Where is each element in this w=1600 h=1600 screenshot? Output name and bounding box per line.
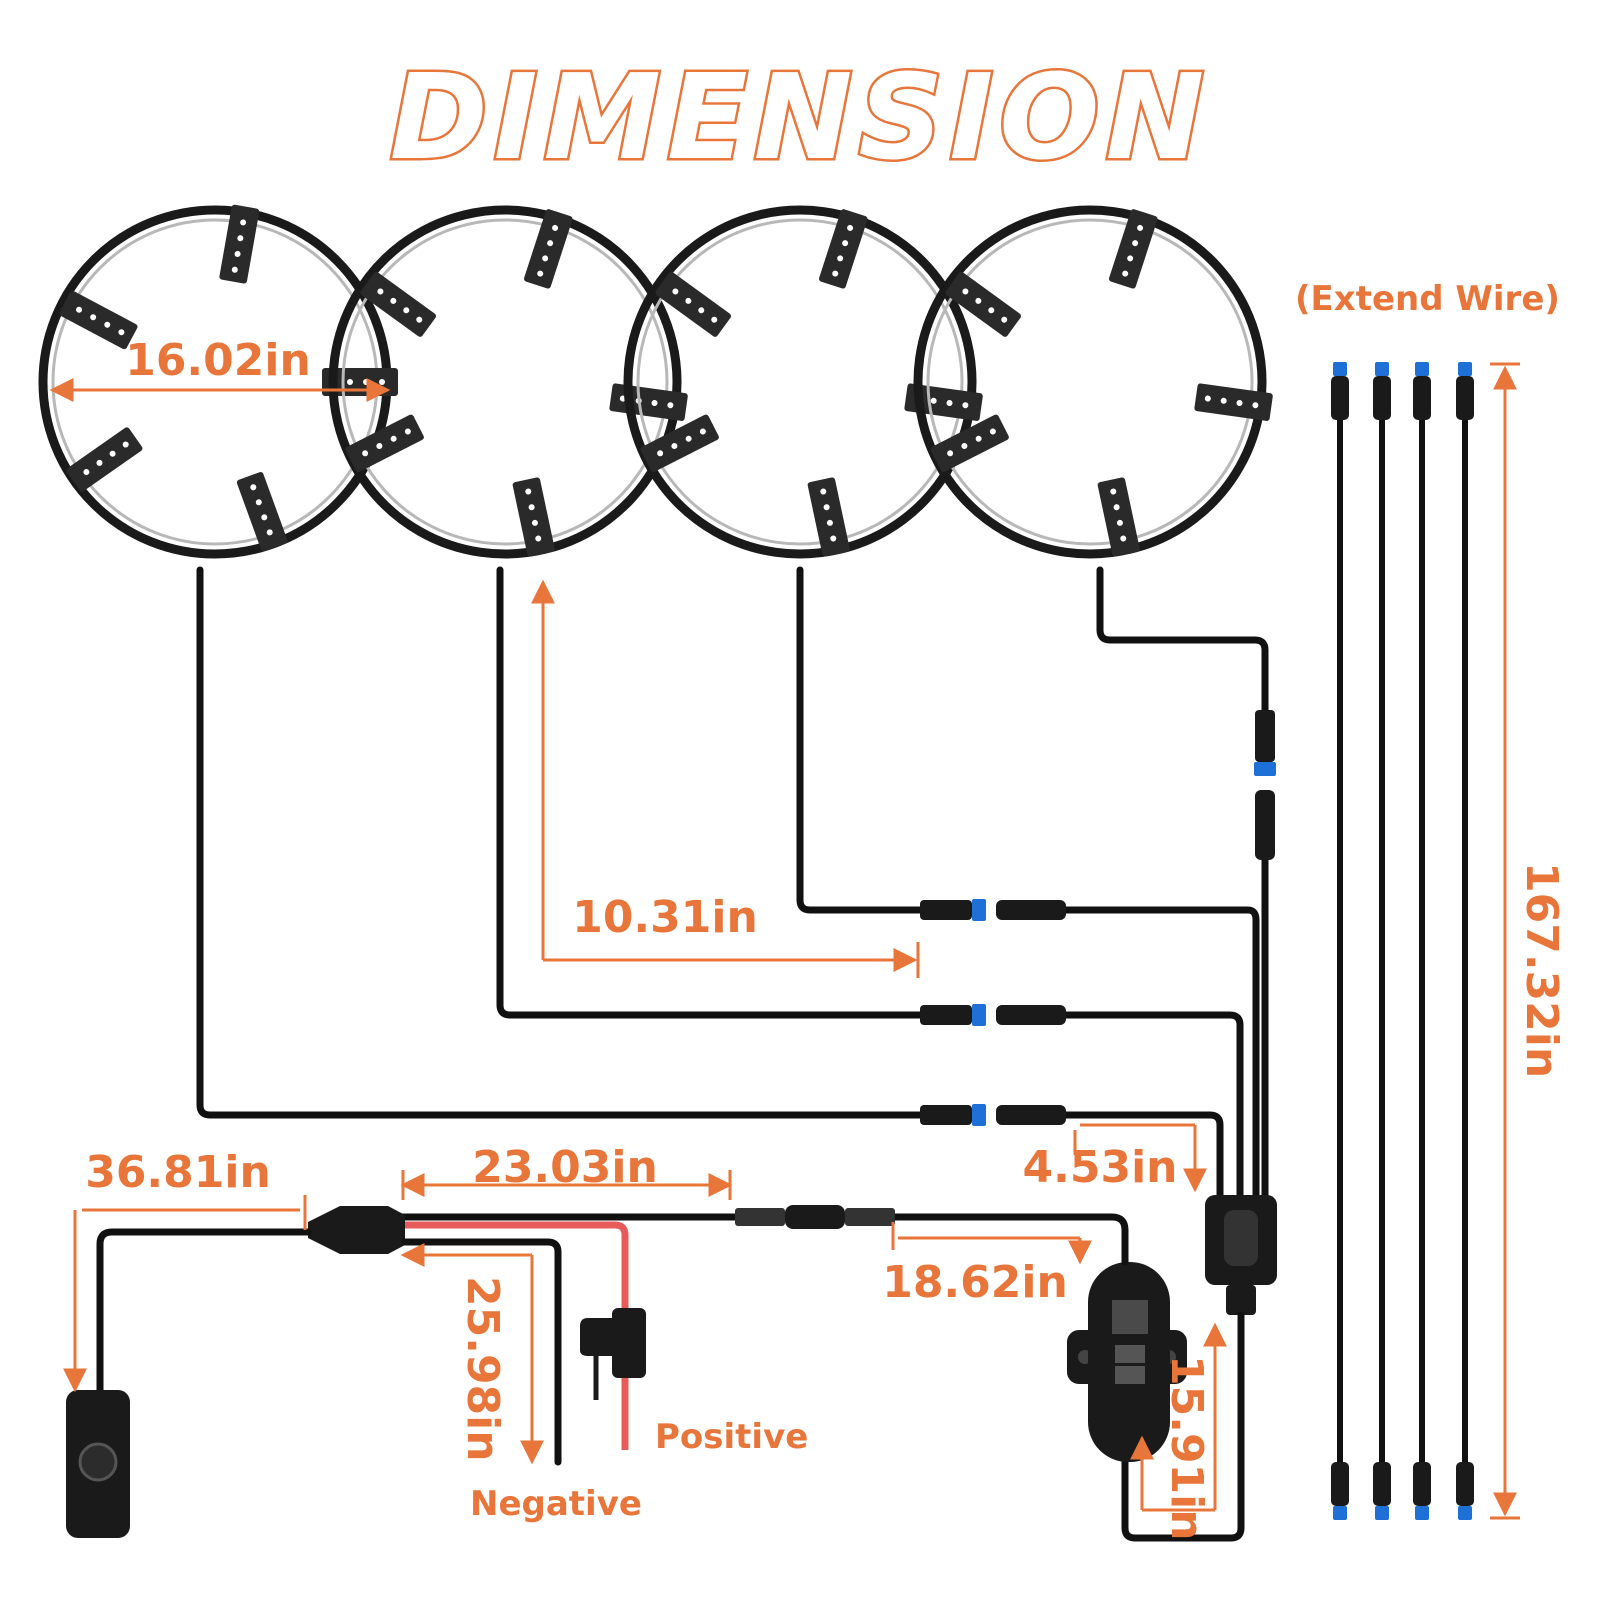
inline-connector (735, 1205, 895, 1229)
positive-label: Positive (655, 1417, 808, 1457)
switch-length-dimension: 36.81in (63, 1147, 307, 1393)
connector-ring-2 (920, 1004, 1066, 1026)
harness-length-dimension: 23.03in (400, 1142, 733, 1200)
ring-leads (196, 566, 1269, 1199)
controller-output-dimension: 15.91in (1130, 1322, 1227, 1541)
negative-label: Negative (470, 1484, 642, 1524)
positive-wire (405, 1221, 629, 1450)
extend-wire-4 (1456, 362, 1474, 1520)
connector-ring-4 (1254, 710, 1276, 860)
ring-diameter-dimension: 16.02in (49, 335, 391, 402)
harness-length-label: 23.03in (472, 1142, 658, 1193)
power-lead-dimension: 25.98in (400, 1243, 544, 1465)
controller-lead-dimension: 18.62in (882, 1222, 1092, 1308)
lead-length-label: 10.31in (572, 892, 758, 943)
switch-wire (96, 1228, 312, 1399)
extend-wire-length-label: 167.32in (1516, 862, 1567, 1078)
splitter-length-label: 4.53in (1023, 1142, 1178, 1193)
splitter-output-wire (1121, 1311, 1245, 1542)
splitter-hub (1205, 1195, 1277, 1315)
harness-junction (308, 1206, 405, 1254)
controller-output-label: 15.91in (1161, 1355, 1212, 1541)
connector-ring-3 (920, 899, 1066, 921)
splitter-length-dimension: 4.53in (1023, 1123, 1207, 1193)
lead-length-dimension: 10.31in (531, 579, 920, 978)
power-lead-label: 25.98in (457, 1276, 508, 1462)
controller-lead-label: 18.62in (882, 1257, 1068, 1308)
led-ring-4 (896, 182, 1296, 578)
extend-wire-caption: (Extend Wire) (1295, 279, 1560, 319)
connector-ring-1 (920, 1104, 1066, 1126)
extend-wire-1 (1331, 362, 1349, 1520)
page-title: DIMENSION (390, 48, 1211, 186)
extend-wire-3 (1413, 362, 1431, 1520)
switch-length-label: 36.81in (85, 1147, 271, 1198)
rocker-switch (66, 1390, 130, 1538)
controller-module (1067, 1262, 1187, 1462)
extend-wire-length-dimension: 167.32in (1490, 362, 1567, 1520)
controller-input-wire (396, 1213, 1129, 1266)
negative-wire (401, 1238, 562, 1466)
fuse-holder (580, 1308, 646, 1400)
extend-wire-2 (1373, 362, 1391, 1520)
ring-diameter-label: 16.02in (125, 335, 311, 386)
